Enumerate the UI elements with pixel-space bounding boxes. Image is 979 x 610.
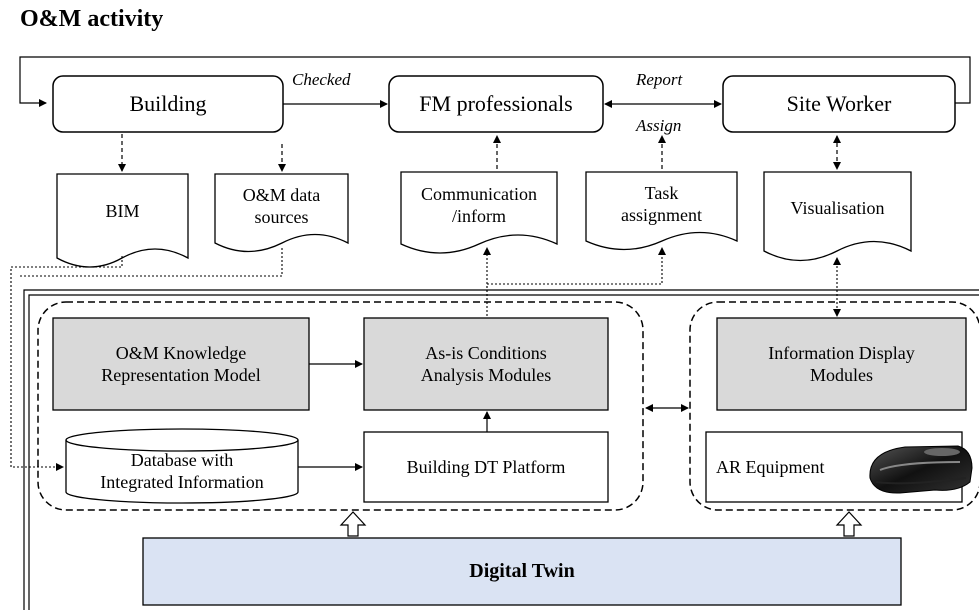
document-arrows [118, 134, 841, 172]
knowledge-model-label: O&M Knowledge Representation Model [101, 342, 261, 386]
module-arrows [298, 360, 689, 471]
info-display-label: Information Display Modules [768, 342, 915, 386]
dt-platform-box [363, 431, 609, 503]
documents [56, 171, 912, 268]
fm-professionals-label: FM professionals [419, 91, 573, 117]
right-module-group [689, 301, 979, 511]
page-title: O&M activity [20, 6, 164, 32]
digital-twin-label: Digital Twin [469, 560, 575, 582]
doc-om-data-label: O&M data sources [242, 184, 321, 228]
report-label: Report [636, 70, 683, 89]
database-label: Database with Integrated Information [100, 449, 264, 493]
doc-communication-label: Communication /inform [421, 183, 537, 227]
hollow-up-arrows [339, 511, 863, 537]
asis-modules-box [363, 317, 609, 411]
building-label: Building [129, 91, 207, 117]
doc-communication-shape [400, 171, 558, 254]
dt-platform-label: Building DT Platform [406, 456, 566, 477]
assign-label: Assign [636, 116, 682, 135]
doc-visualisation-shape [763, 171, 912, 262]
doc-task-shape [585, 171, 738, 251]
site-worker-box [722, 75, 956, 133]
database-cylinder [65, 428, 299, 504]
fm-professionals-box [388, 75, 604, 133]
digital-twin-box [142, 537, 902, 606]
left-module-group [37, 301, 644, 511]
data-source-lines [10, 247, 841, 471]
doc-bim-label: BIM [105, 200, 140, 221]
outer-frame [23, 289, 979, 610]
asis-modules-label: As-is Conditions Analysis Modules [420, 342, 552, 386]
doc-visualisation-label: Visualisation [790, 197, 885, 218]
doc-task-label: Task assignment [621, 182, 702, 226]
feedback-loop [19, 56, 971, 107]
doc-om-data-shape [214, 173, 349, 253]
ar-headset-icon [869, 445, 973, 494]
site-worker-label: Site Worker [786, 91, 892, 117]
checked-label: Checked [292, 70, 351, 89]
ar-equipment-label: AR Equipment [716, 456, 825, 477]
knowledge-model-box [52, 317, 310, 411]
info-display-box [716, 317, 967, 411]
